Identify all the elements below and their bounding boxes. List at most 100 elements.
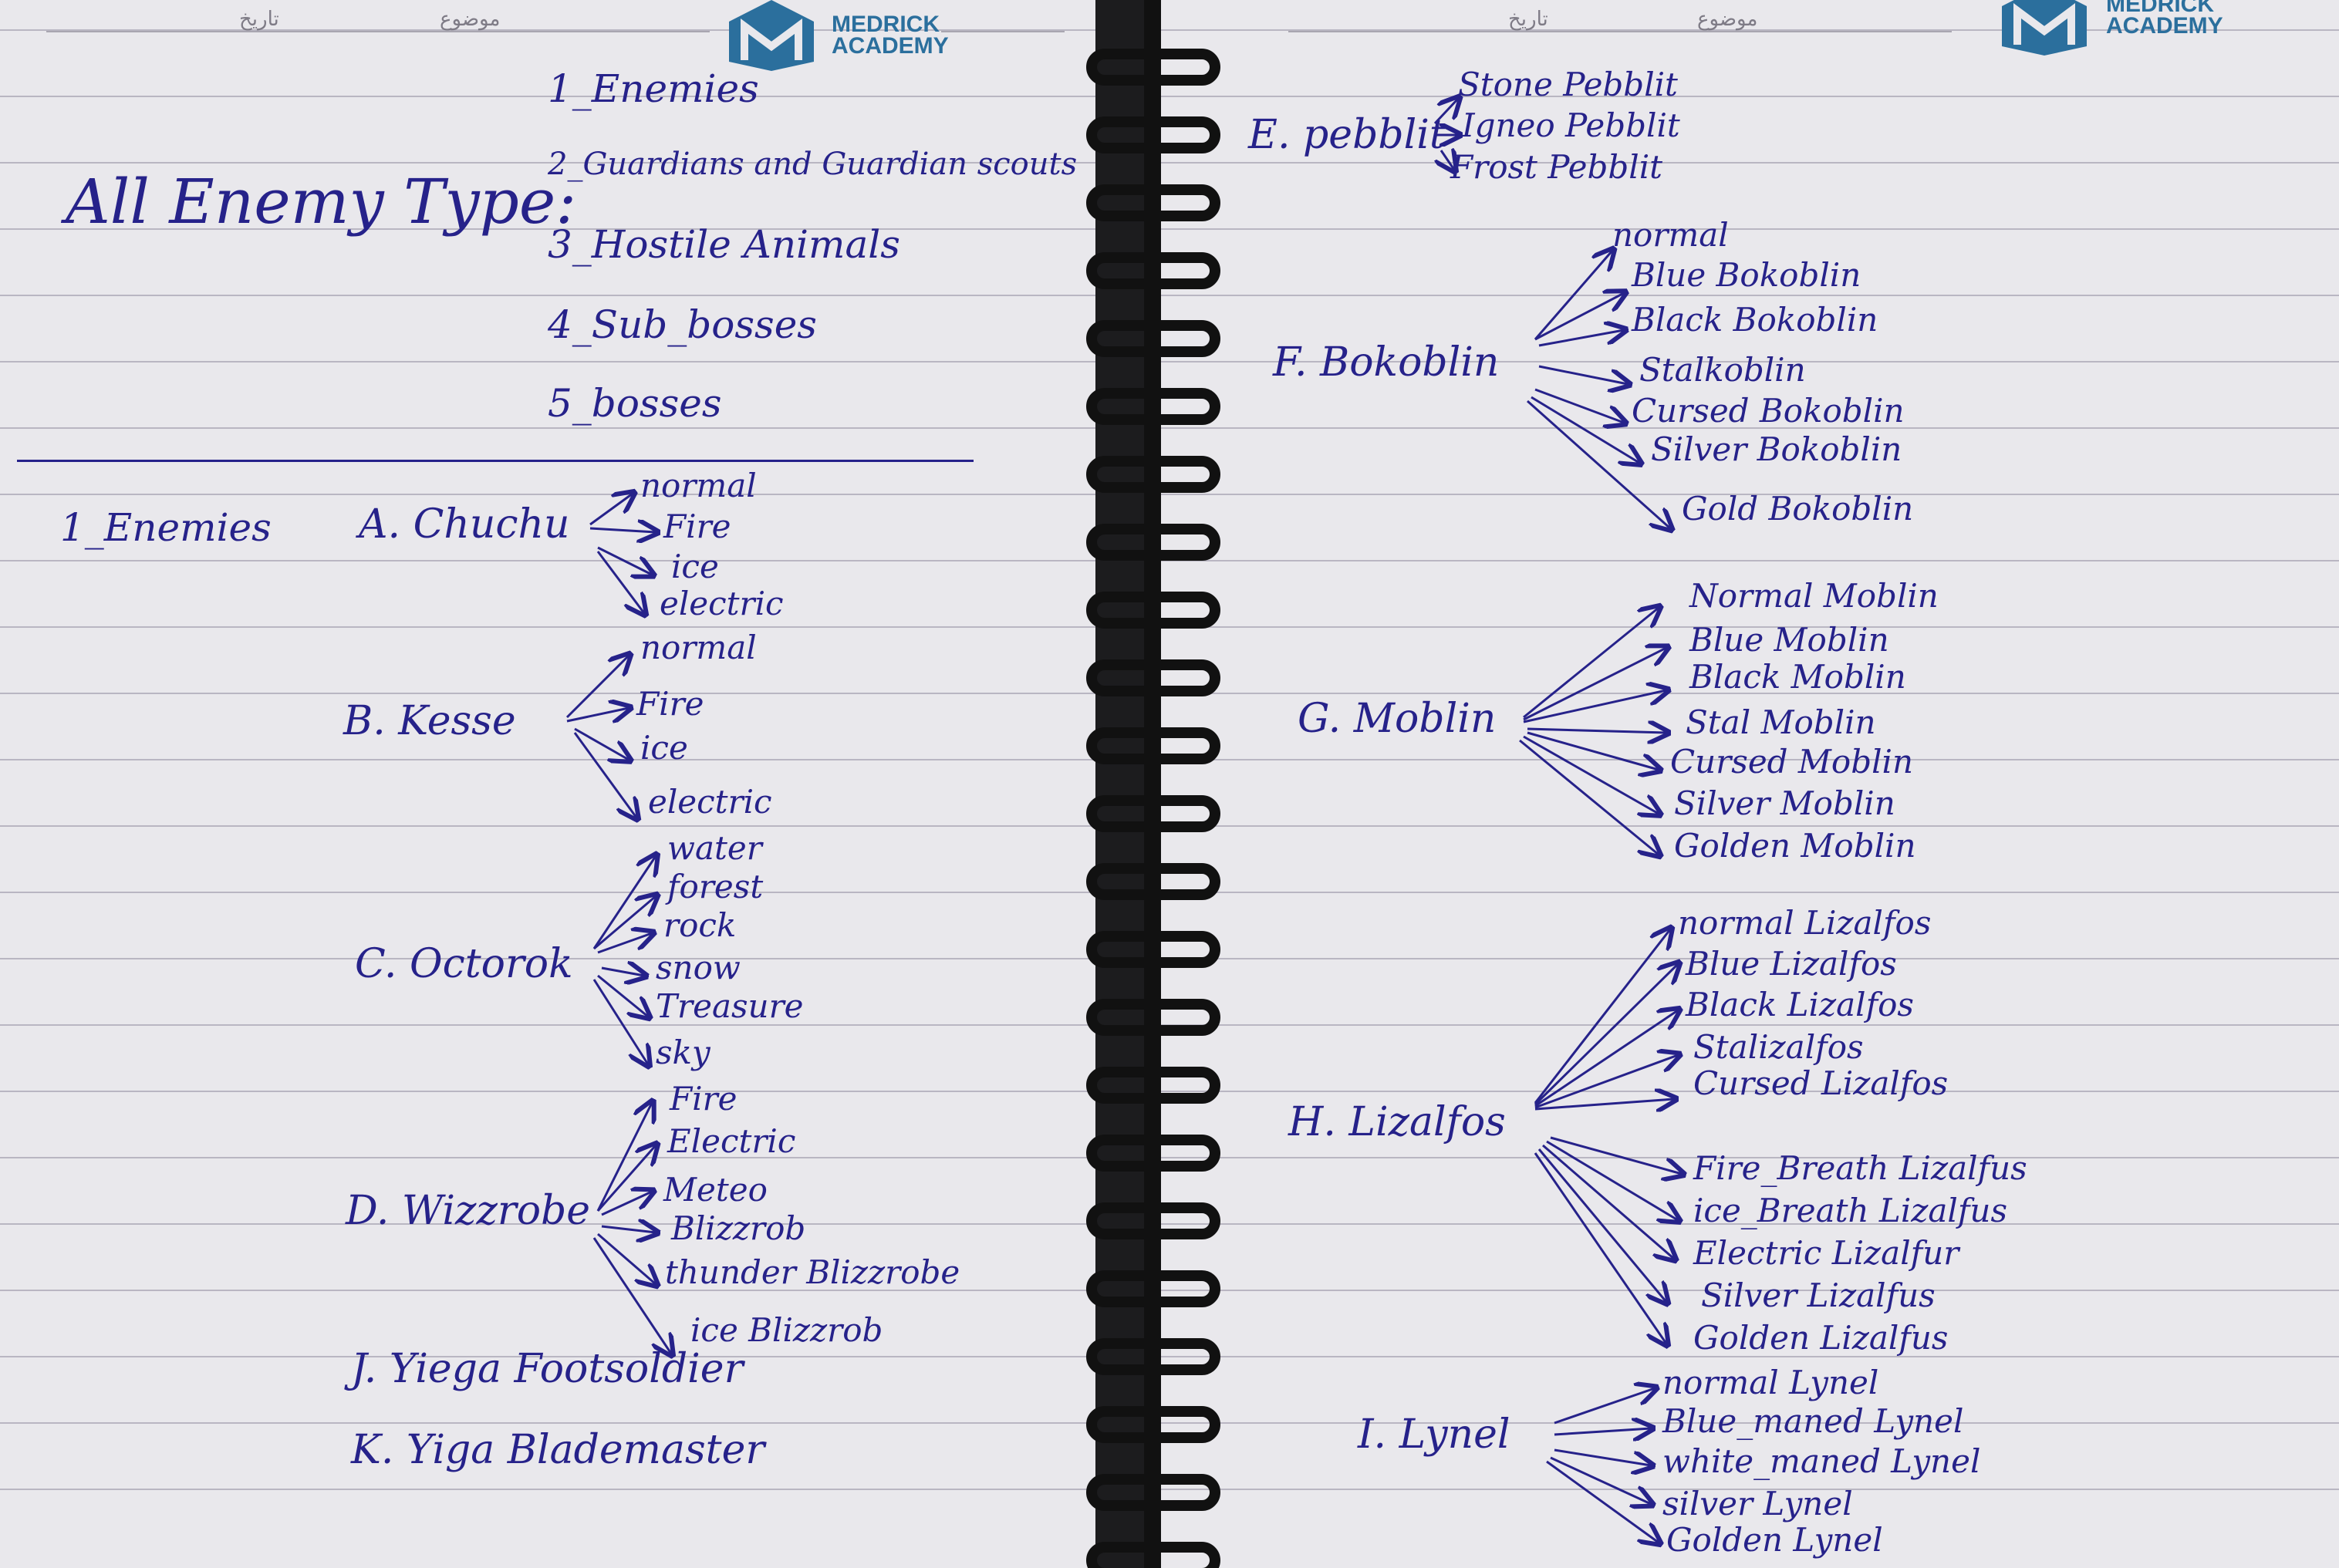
group-item: rock [663, 906, 737, 944]
spiral-coil [1086, 1474, 1220, 1511]
date-field-label: تاريخ [239, 8, 279, 31]
group-label-wizzrobe: D. Wizzrobe [346, 1188, 591, 1234]
group-item: silver Lynel [1662, 1485, 1853, 1522]
date-field-label-right: تاريخ [1508, 8, 1548, 31]
group-label-bokoblin: F. Bokoblin [1273, 339, 1500, 386]
category-item: 2_Guardians and Guardian scouts [548, 147, 1078, 182]
group-item: Blizzrob [671, 1209, 806, 1247]
group-item: normal Lynel [1662, 1364, 1879, 1401]
group-item: Silver Moblin [1674, 784, 1895, 822]
group-item: sky [656, 1034, 710, 1071]
group-item: Stal Moblin [1686, 703, 1876, 741]
group-item: thunder Blizzrobe [665, 1253, 960, 1291]
category-item: 5_bosses [548, 381, 722, 426]
group-item: forest [667, 868, 764, 905]
group-item: Golden Lizalfus [1693, 1319, 1949, 1357]
group-label-pebblit: E. pebblit [1248, 112, 1446, 158]
group-item: Igneo Pebblit [1462, 106, 1680, 144]
group-item: Electric [667, 1122, 796, 1160]
group-item: Blue Bokoblin [1632, 256, 1861, 294]
subject-field-label: موضوع [440, 8, 501, 31]
spiral-coil [1086, 863, 1220, 900]
category-item: 4_Sub_bosses [548, 302, 817, 347]
subject-field-label-right: موضوع [1697, 8, 1758, 31]
group-item: Silver Bokoblin [1651, 430, 1902, 468]
group-item: normal Lizalfos [1678, 904, 1932, 942]
group-item: Silver Lizalfus [1701, 1276, 1936, 1314]
group-item: Fire [636, 685, 704, 723]
group-item: Black Bokoblin [1632, 301, 1878, 339]
spiral-coil [1086, 795, 1220, 832]
section-divider [17, 460, 974, 462]
category-item: 1_Enemies [548, 66, 759, 111]
group-item: Frost Pebblit [1450, 148, 1663, 186]
category-item: 3_Hostile Animals [548, 222, 900, 267]
spiral-coil [1086, 1338, 1220, 1375]
spiral-coil [1086, 1135, 1220, 1172]
spiral-coil [1086, 252, 1220, 289]
spiral-coil [1086, 1542, 1220, 1568]
group-item: white_maned Lynel [1662, 1442, 1981, 1480]
group-label-moblin: G. Moblin [1298, 696, 1497, 742]
section-label: 1_Enemies [60, 505, 272, 550]
group-item: Gold Bokoblin [1682, 490, 1914, 528]
group-item: electric [648, 783, 772, 821]
group-item: ice Blizzrob [690, 1311, 883, 1349]
spiral-coil [1086, 116, 1220, 153]
page-title: All Enemy Type: [66, 166, 577, 238]
spiral-coil [1086, 1202, 1220, 1239]
group-item: Cursed Lizalfos [1693, 1064, 1949, 1102]
group-item: Stalizalfos [1693, 1028, 1864, 1066]
group-item: electric [660, 585, 784, 622]
spiral-coil [1086, 1406, 1220, 1443]
spiral-coil [1086, 388, 1220, 425]
group-item: Blue_maned Lynel [1662, 1402, 1964, 1440]
group-item: normal [640, 467, 757, 504]
spiral-coil [1086, 1067, 1220, 1104]
group-item: ice [671, 548, 719, 585]
group-item: Fire [670, 1080, 737, 1118]
group-item: Cursed Bokoblin [1632, 392, 1905, 430]
group-item: Golden Lynel [1666, 1521, 1883, 1559]
group-item: Cursed Moblin [1670, 743, 1913, 781]
spiral-coil [1086, 592, 1220, 629]
group-item: Black Moblin [1689, 658, 1906, 696]
group-item: Stalkoblin [1639, 351, 1806, 389]
group-item: Blue Lizalfos [1686, 945, 1897, 983]
group-label-keese: B. Kesse [343, 698, 516, 744]
group-item: ice [640, 729, 688, 767]
group-label-lizalfos: H. Lizalfos [1288, 1099, 1506, 1145]
group-item: Blue Moblin [1689, 621, 1889, 659]
group-item: snow [656, 949, 741, 986]
spiral-coil [1086, 49, 1220, 86]
group-item: Stone Pebblit [1458, 66, 1678, 103]
group-item: ice_Breath Lizalfus [1693, 1192, 2007, 1229]
group-item: Electric Lizalfur [1693, 1234, 1959, 1272]
group-item: Golden Moblin [1674, 827, 1916, 865]
group-label-chuchu: A. Chuchu [359, 501, 570, 548]
extra-yiga-blademaster: K. Yiga Blademaster [351, 1427, 765, 1473]
group-item: Fire_Breath Lizalfus [1693, 1149, 2027, 1187]
group-item: Meteo [663, 1171, 768, 1209]
spiral-coil [1086, 320, 1220, 357]
spiral-coil [1086, 524, 1220, 561]
medrick-logo-icon-right [2002, 0, 2087, 56]
spiral-binding [1086, 0, 1220, 1568]
group-item: Fire [663, 507, 731, 545]
extra-yiga-footsoldier: J. Yiega Footsoldier [351, 1346, 744, 1392]
spiral-coil [1086, 931, 1220, 968]
group-label-lynel: I. Lynel [1358, 1411, 1510, 1458]
spiral-coil [1086, 727, 1220, 764]
group-item: Black Lizalfos [1686, 986, 1914, 1023]
spiral-coil [1086, 659, 1220, 696]
medrick-logo-icon [729, 0, 814, 71]
group-item: normal [1612, 216, 1729, 254]
group-item: water [667, 829, 762, 867]
spiral-coil [1086, 456, 1220, 493]
spiral-coil [1086, 184, 1220, 221]
group-label-octorok: C. Octorok [355, 941, 573, 987]
group-item: Treasure [656, 987, 804, 1025]
